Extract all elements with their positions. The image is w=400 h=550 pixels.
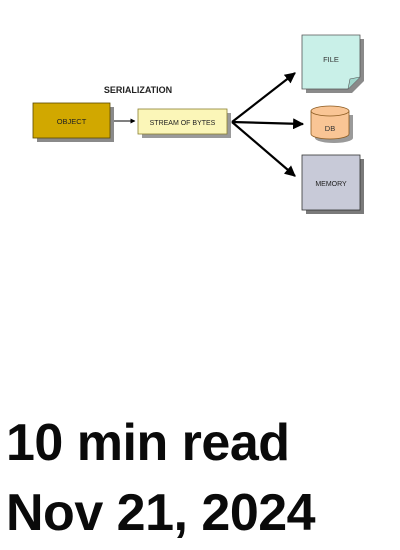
object-node: OBJECT [32, 102, 114, 142]
arrow-stream-to-memory [231, 121, 296, 177]
file-node: FILE [301, 34, 364, 93]
object-box [32, 102, 111, 139]
diagram-title: SERIALIZATION [104, 85, 172, 95]
arrow-stream-to-db [231, 118, 305, 130]
db-body [310, 110, 350, 140]
memory-label: MEMORY [315, 181, 347, 188]
read-time: 10 min read [6, 414, 290, 472]
object-label: OBJECT [57, 117, 87, 126]
post-date: Nov 21, 2024 [6, 484, 316, 542]
stream-node: STREAM OF BYTES [137, 108, 231, 138]
file-fold [347, 76, 361, 90]
arrow-stream-to-file [231, 72, 296, 123]
memory-node: MEMORY [301, 154, 364, 214]
serialization-diagram: SERIALIZATION OBJECT STREAM OF BYTES FIL… [32, 34, 364, 214]
db-label: DB [325, 124, 335, 133]
stream-box [137, 108, 228, 135]
stream-label: STREAM OF BYTES [150, 120, 216, 127]
db-node: DB [310, 105, 353, 143]
file-label: FILE [323, 55, 339, 64]
memory-box [301, 154, 361, 211]
db-top [310, 105, 350, 117]
